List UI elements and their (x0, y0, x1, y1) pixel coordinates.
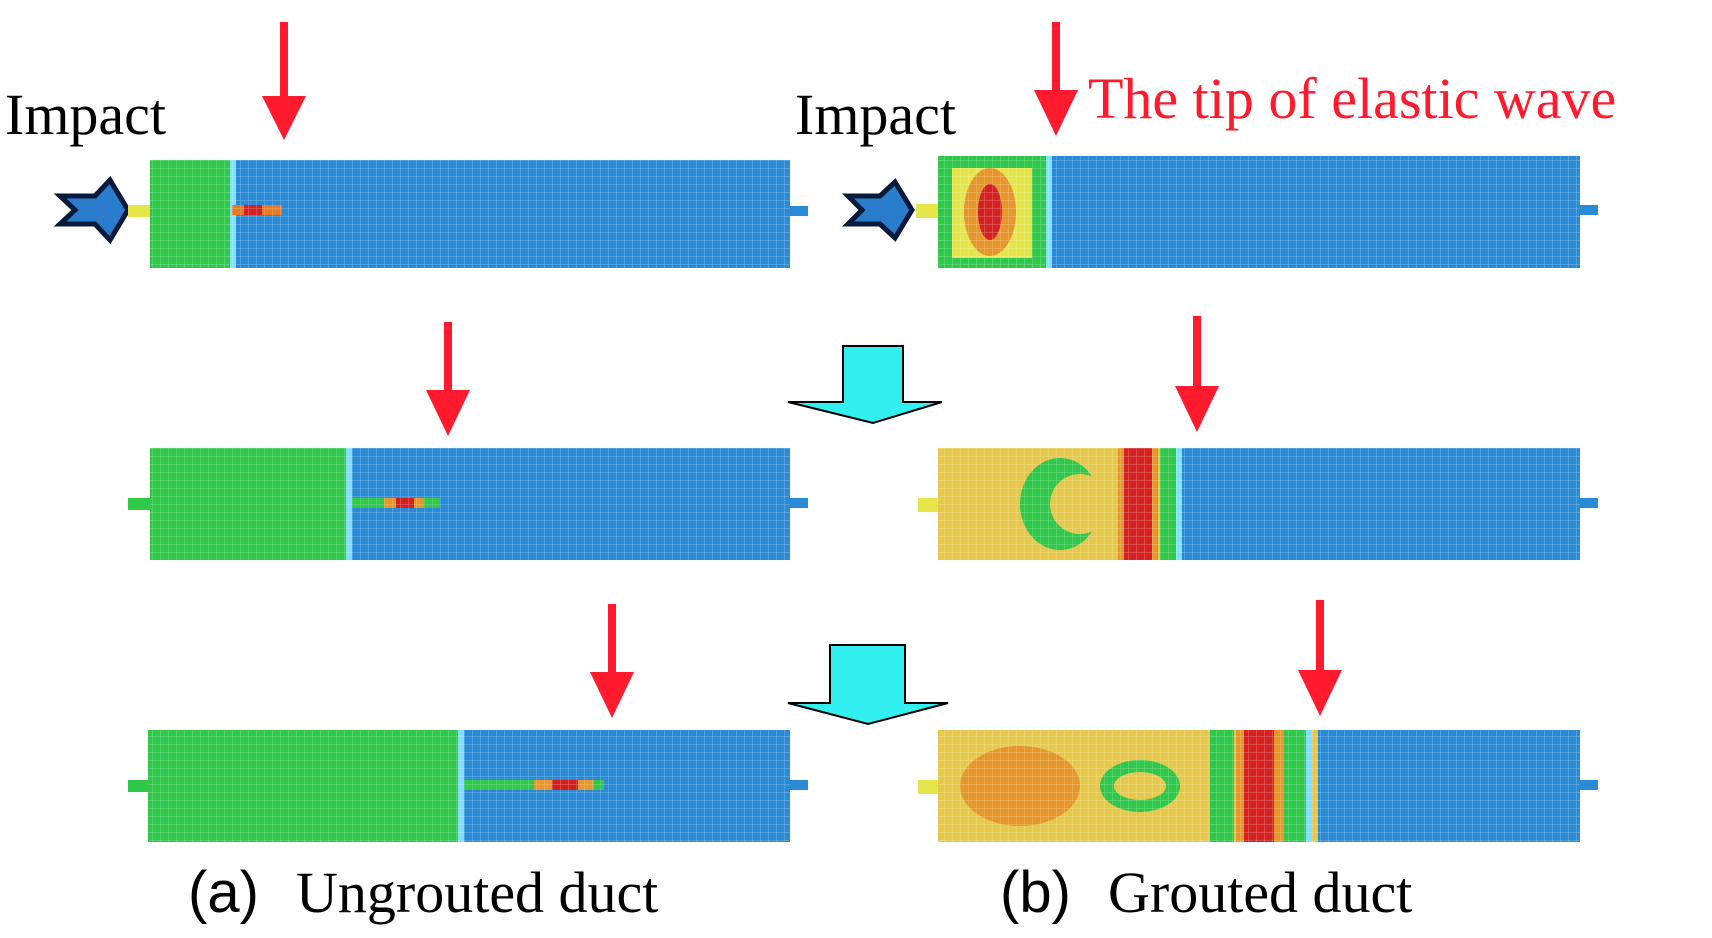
fem-panel-b2 (918, 448, 1598, 560)
step-arrow-2-icon (787, 644, 949, 726)
wave-tip-label: The tip of elastic wave (1088, 66, 1616, 131)
impact-arrow-left-icon (53, 175, 131, 245)
red-arrow-a3-icon (590, 604, 634, 718)
step-arrow-1-icon (787, 345, 943, 425)
fem-panel-a1 (128, 160, 808, 268)
impact-arrow-right-icon (841, 178, 915, 242)
red-arrow-b2-icon (1175, 316, 1219, 432)
caption-b-letter: (b) (1000, 860, 1071, 925)
red-arrow-a1-icon (262, 22, 306, 140)
red-arrow-a2-icon (426, 322, 470, 436)
caption-a-text: Ungrouted duct (296, 860, 658, 925)
caption-a-letter: (a) (188, 860, 259, 925)
impact-label-right: Impact (795, 82, 956, 147)
fem-panel-b1 (916, 156, 1598, 268)
red-arrow-b3-icon (1298, 600, 1342, 716)
fem-panel-a3 (128, 730, 808, 842)
impact-label-left: Impact (5, 82, 166, 147)
caption-b-text: Grouted duct (1108, 860, 1412, 925)
fem-panel-b3 (918, 730, 1598, 842)
fem-panel-a2 (128, 448, 808, 560)
red-arrow-b1-icon (1034, 22, 1078, 136)
